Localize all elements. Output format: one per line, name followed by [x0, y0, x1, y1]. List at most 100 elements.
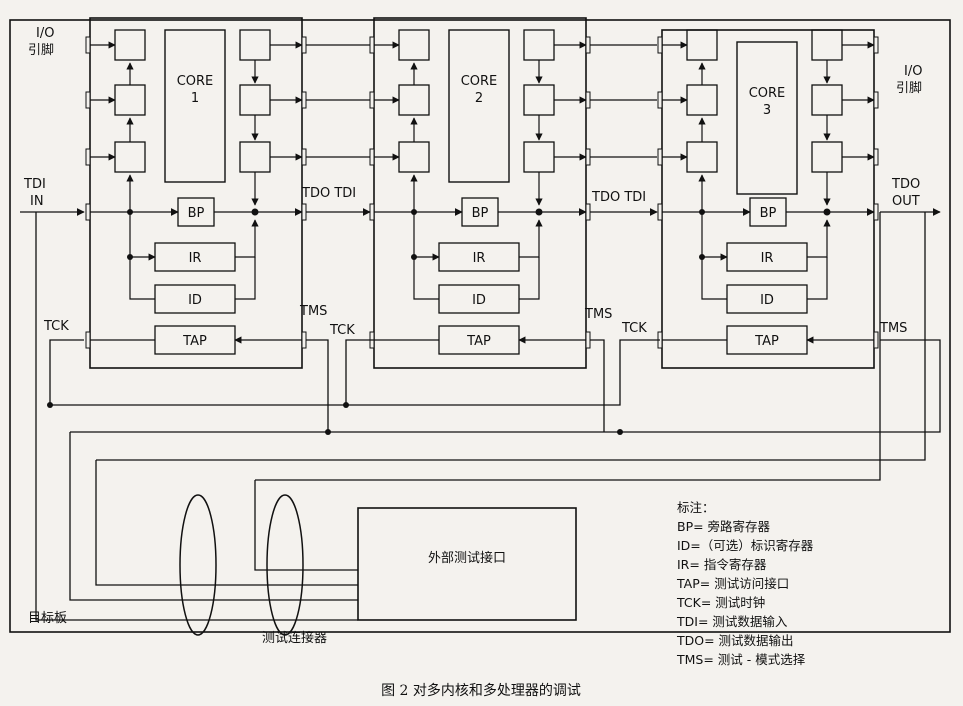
link-label-2: TDO TDI	[591, 190, 646, 205]
tms-label-1: TMS	[299, 304, 327, 319]
pin-stub	[301, 331, 307, 349]
pin-stub	[657, 36, 663, 54]
pin-stub	[585, 91, 591, 109]
core-number: 2	[475, 91, 483, 106]
legend-item-tdo: TDO= 测试数据输出	[676, 633, 794, 648]
pin-stub	[301, 36, 307, 54]
core-box	[736, 41, 798, 195]
io-pin-right-2: 引脚	[896, 80, 922, 96]
tap-label: TAP	[754, 334, 779, 349]
pin-stub	[873, 203, 879, 221]
pin-stub	[585, 331, 591, 349]
figure-caption: 图 2 对多内核和多处理器的调试	[381, 682, 581, 699]
legend-item-id: ID=（可选）标识寄存器	[677, 538, 814, 553]
boundary-cell	[114, 29, 146, 61]
pin-stub	[369, 203, 375, 221]
io-lines	[306, 44, 657, 158]
boundary-cell	[398, 141, 430, 173]
legend-item-tdi: TDI= 测试数据输入	[676, 614, 788, 629]
pin-stub	[657, 148, 663, 166]
tdi-in-label-2: IN	[30, 194, 44, 209]
pin-stub	[657, 91, 663, 109]
tap-label: TAP	[182, 334, 207, 349]
boundary-cell	[523, 141, 555, 173]
pin-stub	[873, 36, 879, 54]
pin-stub	[585, 36, 591, 54]
tms-label-2: TMS	[584, 307, 612, 322]
legend-title: 标注：	[677, 500, 715, 515]
core-label: CORE	[749, 86, 786, 101]
boundary-cell	[686, 29, 718, 61]
connector-cable-2	[266, 494, 304, 636]
legend-item-bp: BP= 旁路寄存器	[677, 519, 771, 534]
pin-stub	[301, 148, 307, 166]
pin-stub	[301, 203, 307, 221]
ir-label: IR	[473, 251, 486, 266]
legend: 标注： BP= 旁路寄存器 ID=（可选）标识寄存器 IR= 指令寄存器 TAP…	[676, 500, 814, 667]
ir-label: IR	[761, 251, 774, 266]
pin-stub	[585, 203, 591, 221]
chip-outline	[373, 17, 587, 369]
tck-label-3: TCK	[621, 321, 647, 336]
tdi-in-label-1: TDI	[23, 177, 46, 192]
legend-item-tap: TAP= 测试访问接口	[676, 576, 789, 591]
tck-label-2: TCK	[329, 323, 355, 338]
target-board-label: 目标板	[28, 611, 67, 626]
core-box	[448, 29, 510, 183]
tck-label-1: TCK	[43, 319, 69, 334]
core-number: 3	[763, 103, 771, 118]
legend-item-tms: TMS= 测试 - 模式选择	[676, 652, 806, 667]
boundary-cell	[523, 84, 555, 116]
connector-cable-1	[179, 494, 217, 636]
external-interface-label: 外部测试接口	[428, 550, 506, 566]
tck-tms-bus	[35, 212, 941, 621]
core-box	[164, 29, 226, 183]
pin-stub	[85, 331, 91, 349]
boundary-cell	[239, 84, 271, 116]
pin-stub	[301, 91, 307, 109]
boundary-cell	[811, 84, 843, 116]
bp-label: BP	[760, 206, 777, 221]
boundary-cell	[239, 29, 271, 61]
target-board	[9, 19, 951, 633]
pin-stub	[873, 148, 879, 166]
pin-stub	[369, 36, 375, 54]
boundary-cell	[686, 84, 718, 116]
pin-stub	[873, 91, 879, 109]
chip-outline	[89, 17, 303, 369]
core-units: CORE1BPIRIDTAPCORE2BPIRIDTAPCORE3BPIRIDT…	[85, 17, 879, 369]
pin-stub	[657, 203, 663, 221]
io-pin-left-1: I/O	[36, 26, 54, 41]
bp-label: BP	[188, 206, 205, 221]
pin-stub	[585, 148, 591, 166]
core-number: 1	[191, 91, 199, 106]
tap-label: TAP	[466, 334, 491, 349]
tms-label-3: TMS	[879, 321, 907, 336]
pin-stub	[85, 36, 91, 54]
id-label: ID	[188, 293, 202, 308]
bp-label: BP	[472, 206, 489, 221]
pin-stub	[873, 331, 879, 349]
pin-stub	[85, 148, 91, 166]
ir-label: IR	[189, 251, 202, 266]
pin-stub	[85, 91, 91, 109]
bus-junctions	[47, 402, 623, 435]
boundary-cell	[398, 84, 430, 116]
pin-stub	[369, 148, 375, 166]
io-pin-right-1: I/O	[904, 64, 922, 79]
boundary-cell	[114, 84, 146, 116]
boundary-cell	[398, 29, 430, 61]
tdo-out-label-2: OUT	[892, 194, 920, 209]
link-label-1: TDO TDI	[301, 186, 356, 201]
boundary-cell	[239, 141, 271, 173]
io-pin-left-2: 引脚	[28, 42, 54, 58]
test-connector-label: 测试连接器	[262, 630, 327, 646]
core-unit-1: CORE 1BP IR ID TAP	[85, 17, 307, 369]
boundary-cell	[686, 141, 718, 173]
core-label: CORE	[177, 74, 214, 89]
core-label: CORE	[461, 74, 498, 89]
pin-stub	[85, 203, 91, 221]
